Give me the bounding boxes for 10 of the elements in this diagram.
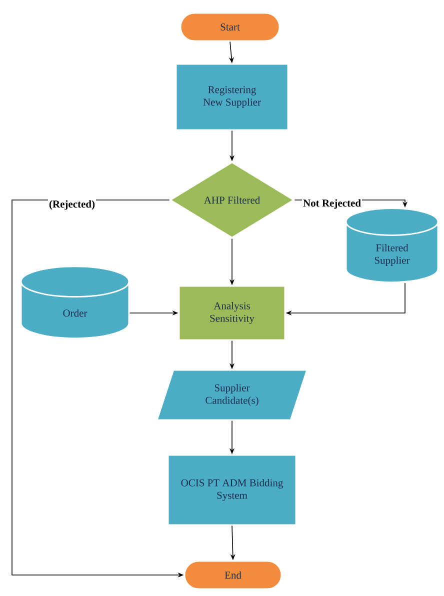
process-box: Analysis Sensitivity [178, 285, 286, 341]
data-parallelogram: Supplier Candidate(s) [156, 369, 308, 421]
terminal-box: Start [180, 12, 280, 42]
edge-label: Not Rejected [302, 198, 362, 210]
process-box: Registering New Supplier [175, 63, 289, 131]
process-box: OCIS PT ADM Bidding System [167, 454, 297, 526]
database-cylinder: Filtered Supplier [345, 208, 439, 284]
edge-label: (Rejected) [48, 199, 96, 211]
terminal-box: End [184, 560, 282, 590]
database-cylinder: Order [20, 266, 130, 340]
